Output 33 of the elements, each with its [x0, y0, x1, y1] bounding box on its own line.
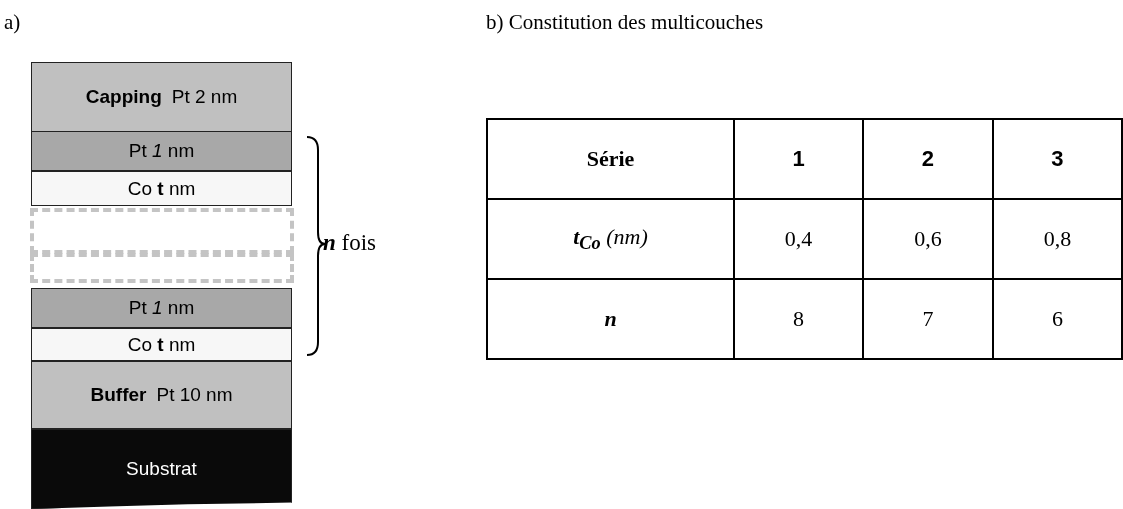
row-header: n [604, 306, 617, 332]
panel-label: a) [4, 10, 21, 35]
layer-label: Pt 1 nm [128, 297, 195, 319]
table-value: 0,4 [784, 226, 813, 252]
dashed-layer-box [30, 253, 294, 283]
layer-name: Buffer [90, 384, 147, 406]
panel-title: b) Constitution des multicouches [486, 10, 764, 35]
layer-label: Pt 10 nm [156, 384, 233, 406]
column-header: 3 [1051, 146, 1064, 172]
table-value: 8 [793, 306, 804, 332]
layer-label: Pt 2 nm [171, 86, 238, 108]
layer-band [31, 361, 292, 429]
table-value: 0,6 [914, 226, 942, 252]
column-header: 2 [921, 146, 935, 172]
layer-band [31, 171, 292, 206]
layer-band [31, 62, 292, 132]
dashed-layer-box [30, 208, 294, 254]
layer-label: Co t nm [127, 177, 196, 200]
repeat-label: n fois [323, 230, 377, 256]
layer-band [31, 131, 292, 171]
layer-label: Co t nm [127, 333, 196, 356]
layer-name: Capping [85, 86, 162, 108]
table-value: 0,8 [1043, 226, 1072, 252]
column-header: 1 [792, 146, 805, 172]
layer-band [31, 288, 292, 328]
row-header: t$_{Co}$ (nm) [573, 223, 648, 255]
table-value: 6 [1052, 306, 1063, 332]
layer-label: Substrat [126, 458, 197, 480]
layer-band [31, 328, 292, 361]
row-header: Série [586, 146, 635, 172]
substrate-block [31, 429, 292, 509]
layer-label: Pt 1 nm [128, 140, 195, 162]
table-value: 7 [922, 306, 934, 332]
